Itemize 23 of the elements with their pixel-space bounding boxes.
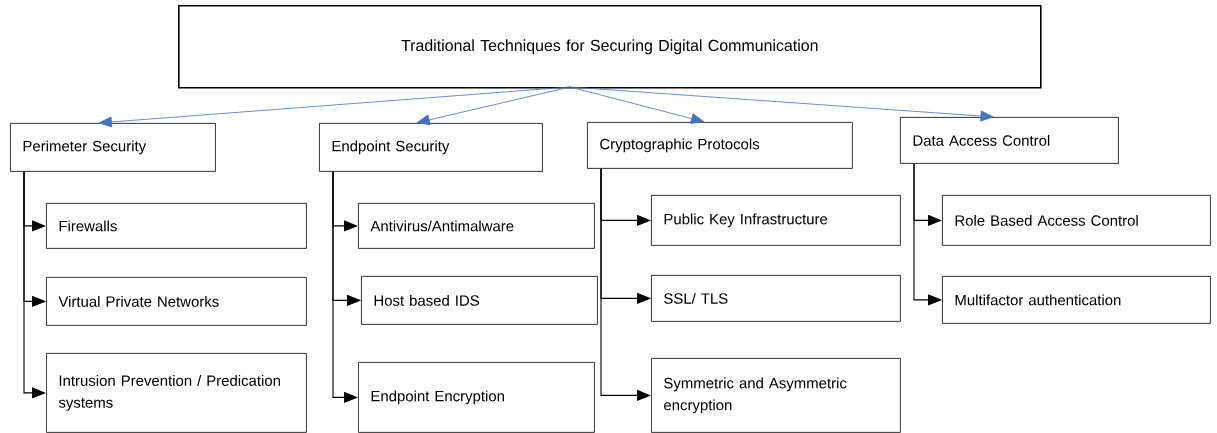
item-box: Multifactor authentication: [942, 276, 1211, 324]
title-box: Traditional Techniques for Securing Digital Communication: [178, 5, 1042, 89]
category-box: Cryptographic Protocols: [587, 122, 853, 169]
arrow: [23, 171, 46, 399]
item-box: Intrusion Prevention / Predication systems: [46, 353, 307, 433]
item-box: Endpoint Encryption: [358, 362, 595, 433]
item-box: Antivirus/Antimalware: [358, 203, 595, 249]
category-box: Endpoint Security: [319, 123, 543, 172]
arrow: [98, 86, 571, 128]
arrow: [416, 86, 571, 126]
item-box: Public Key Infrastructure: [651, 195, 901, 246]
arrow: [332, 171, 358, 403]
category-box: Perimeter Security: [10, 123, 216, 172]
item-box: Virtual Private Networks: [46, 277, 307, 326]
arrow: [569, 86, 994, 122]
item-box: Symmetric and Asymmetric encryption: [651, 358, 901, 433]
item-box: Host based IDS: [361, 276, 598, 325]
item-box: Firewalls: [46, 203, 307, 249]
item-box: SSL/ TLS: [651, 275, 901, 322]
arrow: [600, 168, 651, 401]
item-box: Role Based Access Control: [942, 195, 1211, 246]
arrow: [913, 163, 942, 306]
category-box: Data Access Control: [900, 117, 1119, 164]
